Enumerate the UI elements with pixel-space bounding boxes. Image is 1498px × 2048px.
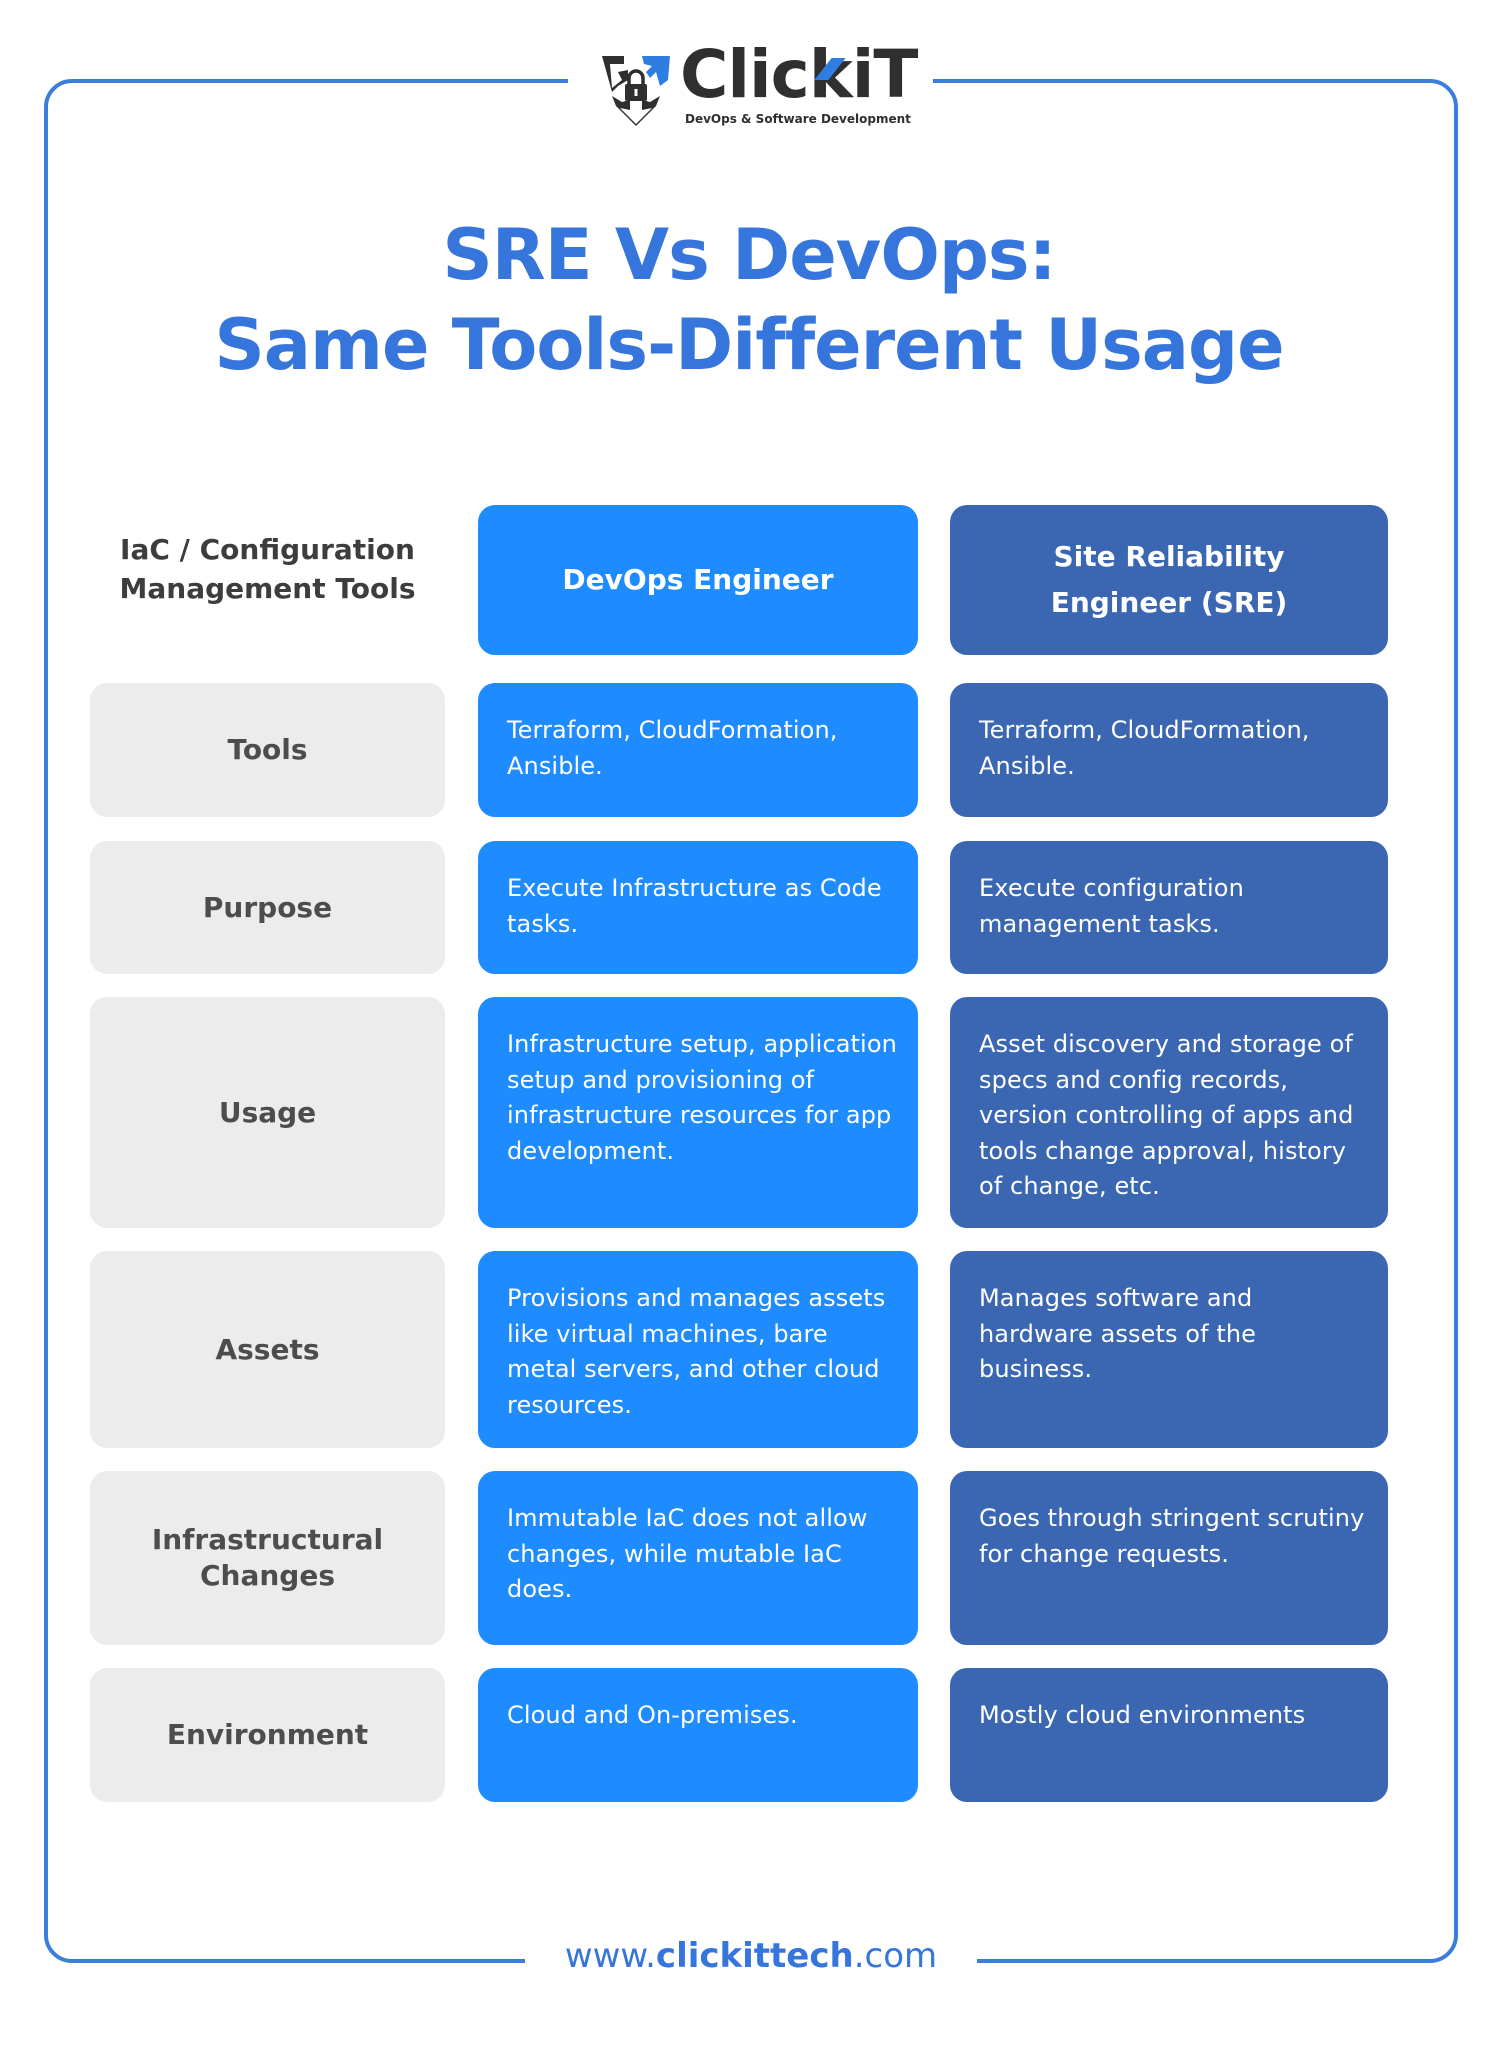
row-label-assets: Assets	[90, 1251, 445, 1448]
row-label-tools: Tools	[90, 683, 445, 817]
logo-wordmark: ClickiT	[680, 36, 918, 113]
sre-cell-tools: Terraform, CloudFormation, Ansible.	[950, 683, 1388, 817]
footer-url-domain: clickittech	[655, 1936, 854, 1976]
sre-cell-environment: Mostly cloud environments	[950, 1668, 1388, 1802]
row-label-purpose: Purpose	[90, 841, 445, 974]
devops-cell-tools: Terraform, CloudFormation, Ansible.	[478, 683, 918, 817]
sre-cell-purpose: Execute configuration management tasks.	[950, 841, 1388, 974]
logo-tagline: DevOps & Software Development	[685, 112, 911, 126]
category-header-label: IaC / Configuration Management Tools	[119, 533, 416, 605]
footer-url-suffix: .com	[853, 1936, 938, 1976]
row-label-environment: Environment	[90, 1668, 445, 1802]
sre-cell-assets: Manages software and hardware assets of …	[950, 1251, 1388, 1448]
sre-column-header: Site Reliability Engineer (SRE)	[950, 505, 1388, 655]
sre-cell-usage: Asset discovery and storage of specs and…	[950, 997, 1388, 1228]
title-line-1: SRE Vs DevOps:	[442, 214, 1056, 296]
row-label-infrastructural-changes: Infrastructural Changes	[90, 1471, 445, 1645]
page-title: SRE Vs DevOps: Same Tools-Different Usag…	[0, 210, 1498, 390]
frame-gap-bottom	[525, 1955, 977, 1967]
row-label-usage: Usage	[90, 997, 445, 1228]
shield-lock-icon	[602, 56, 670, 126]
devops-column-header: DevOps Engineer	[478, 505, 918, 655]
clickit-logo: ClickiT DevOps & Software Development	[598, 42, 918, 128]
devops-cell-assets: Provisions and manages assets like virtu…	[478, 1251, 918, 1448]
footer-url[interactable]: www.clickittech.com	[525, 1936, 977, 1976]
title-line-2: Same Tools-Different Usage	[214, 304, 1284, 386]
devops-cell-infrastructural-changes: Immutable IaC does not allow changes, wh…	[478, 1471, 918, 1645]
sre-cell-infrastructural-changes: Goes through stringent scrutiny for chan…	[950, 1471, 1388, 1645]
devops-cell-usage: Infrastructure setup, application setup …	[478, 997, 918, 1228]
devops-cell-environment: Cloud and On-premises.	[478, 1668, 918, 1802]
devops-cell-purpose: Execute Infrastructure as Code tasks.	[478, 841, 918, 974]
footer-url-prefix: www.	[564, 1936, 656, 1976]
